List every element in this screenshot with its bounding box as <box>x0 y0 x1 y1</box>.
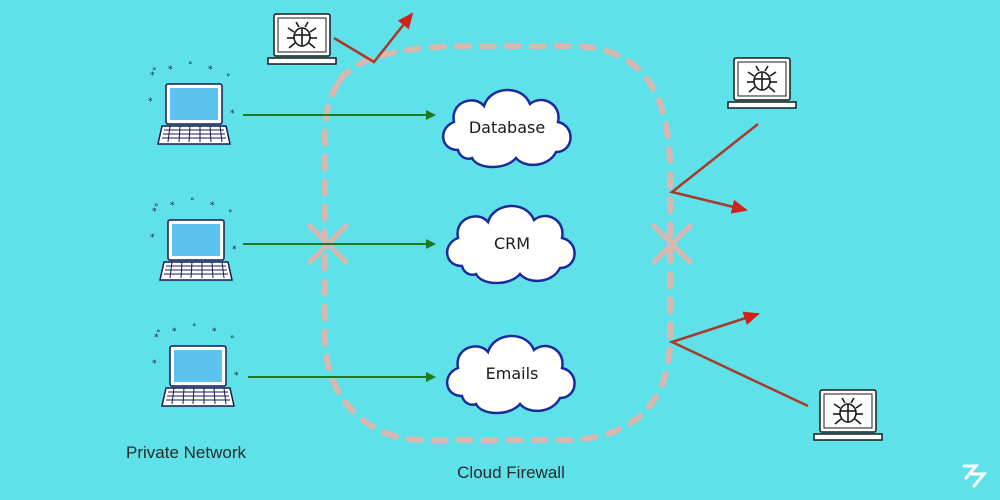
laptop-icon <box>149 196 238 281</box>
bug-laptop-icon <box>267 13 337 65</box>
service-label-database: Database <box>469 118 545 137</box>
cloud-firewall-boundary <box>322 43 673 443</box>
logo-icon <box>962 464 988 488</box>
laptop-icon <box>147 60 236 145</box>
private-network-label: Private Network <box>126 443 246 462</box>
bug-laptop-icon <box>727 57 797 109</box>
service-label-crm: CRM <box>494 234 530 253</box>
x-mark-icon <box>651 223 693 265</box>
laptop-icon <box>151 322 240 407</box>
blocked-arrow-right-lower <box>668 311 809 408</box>
blocked-arrow-right-upper <box>669 123 759 214</box>
bug-laptop-icon <box>813 389 883 441</box>
cloud-firewall-label: Cloud Firewall <box>457 463 565 482</box>
blocked-arrow-top <box>333 12 414 64</box>
service-label-emails: Emails <box>486 364 539 383</box>
